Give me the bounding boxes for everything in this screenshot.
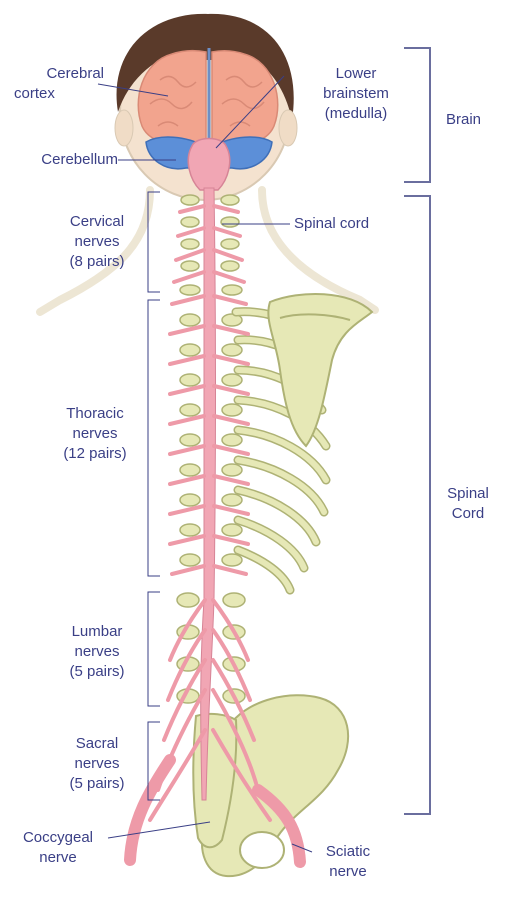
brain-label: Brain xyxy=(446,110,506,130)
lower-brainstem-label-line3: (medulla) xyxy=(306,104,406,124)
thoracic-nerves-label-line3: (12 pairs) xyxy=(48,444,142,464)
cervical-nerves-label: Cervical nerves (8 pairs) xyxy=(52,212,142,272)
spinal-cord-bracket-label-line1: Spinal xyxy=(438,484,498,504)
left-brackets xyxy=(148,192,160,800)
right-ear xyxy=(279,110,297,146)
neck-outline-right xyxy=(262,190,375,310)
cerebral-cortex-label: Cerebral cortex xyxy=(14,64,104,104)
right-brackets xyxy=(404,48,430,814)
spinal-cord-pointer-label: Spinal cord xyxy=(294,214,404,234)
coccygeal-nerve-label: Coccygeal nerve xyxy=(10,828,106,868)
lumbar-nerves-label-line1: Lumbar xyxy=(52,622,142,642)
spinal-cord-bracket-label: Spinal Cord xyxy=(438,484,498,524)
sacral-nerves-label-line2: nerves xyxy=(52,754,142,774)
cervical-nerves-label-line2: nerves xyxy=(52,232,142,252)
thoracic-nerves-label: Thoracic nerves (12 pairs) xyxy=(48,404,142,464)
lumbar-nerves-label-line3: (5 pairs) xyxy=(52,662,142,682)
coccygeal-nerve-label-line2: nerve xyxy=(10,848,106,868)
cerebral-cortex-label-line2: cortex xyxy=(14,84,104,104)
sacral-nerves-label-line3: (5 pairs) xyxy=(52,774,142,794)
hip-socket xyxy=(240,832,284,868)
cervical-nerves-label-line3: (8 pairs) xyxy=(52,252,142,272)
sciatic-nerve-label-line2: nerve xyxy=(312,862,384,882)
cerebellum-label-line1: Cerebellum xyxy=(14,150,118,170)
lower-brainstem-label-line1: Lower xyxy=(306,64,406,84)
thoracic-nerves-label-line1: Thoracic xyxy=(48,404,142,424)
lower-brainstem xyxy=(188,139,229,191)
sacral-nerves-label: Sacral nerves (5 pairs) xyxy=(52,734,142,794)
lower-brainstem-label-line2: brainstem xyxy=(306,84,406,104)
lumbar-nerves-label: Lumbar nerves (5 pairs) xyxy=(52,622,142,682)
lower-brainstem-label: Lower brainstem (medulla) xyxy=(306,64,406,124)
sciatic-nerve-label-line1: Sciatic xyxy=(312,842,384,862)
left-ear xyxy=(115,110,133,146)
thoracic-nerves-label-line2: nerves xyxy=(48,424,142,444)
cerebral-cortex-label-line1: Cerebral xyxy=(14,64,104,84)
spinal-cord-pointer-label-line1: Spinal cord xyxy=(294,214,404,234)
cerebellum-label: Cerebellum xyxy=(14,150,118,170)
lumbar-nerves-label-line2: nerves xyxy=(52,642,142,662)
spinal-cord xyxy=(201,188,216,800)
sacral-nerves-label-line1: Sacral xyxy=(52,734,142,754)
brain-label-line1: Brain xyxy=(446,110,506,130)
cervical-nerves-label-line1: Cervical xyxy=(52,212,142,232)
spinal-cord-bracket-label-line2: Cord xyxy=(438,504,498,524)
sciatic-nerve-label: Sciatic nerve xyxy=(312,842,384,882)
coccygeal-nerve-label-line1: Coccygeal xyxy=(10,828,106,848)
